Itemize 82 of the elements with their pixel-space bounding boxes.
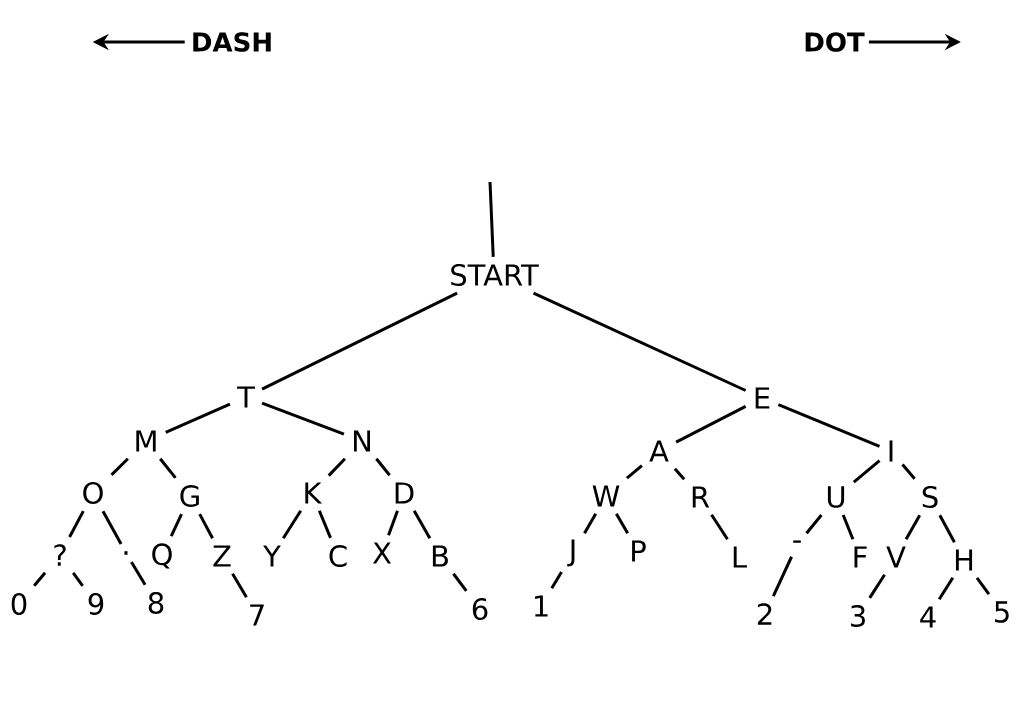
- letter-label: I: [889, 440, 893, 462]
- tree-branch: [198, 513, 214, 539]
- tree-branch: [852, 459, 881, 484]
- tree-branch: [868, 573, 886, 599]
- letter-label: X: [372, 542, 392, 564]
- letter-label: D: [395, 482, 414, 504]
- tree-branch: [231, 573, 248, 598]
- tree-branch: [975, 576, 991, 595]
- letter-label: Z: [213, 545, 231, 567]
- letter-label: V: [886, 546, 906, 568]
- letter-label: O: [83, 482, 103, 504]
- tree-branch: [937, 576, 955, 601]
- tree-branch: [169, 513, 183, 537]
- tree-branch: [777, 403, 881, 448]
- direction-label: DASH: [193, 32, 271, 52]
- letter-label: E: [755, 387, 770, 409]
- letter-label: 2: [757, 603, 772, 625]
- letter-label: 9: [88, 593, 104, 615]
- letter-label: R: [692, 486, 710, 508]
- tree-branch: [101, 510, 123, 545]
- tree-branch: [938, 514, 956, 543]
- letter-label: H: [955, 549, 973, 571]
- direction-label: DOT: [805, 32, 865, 52]
- letter-label: 0: [11, 593, 27, 615]
- tree-branch: [615, 513, 629, 534]
- letter-label: 4: [920, 606, 936, 628]
- tree-branch: [375, 457, 391, 477]
- tree-branch: [261, 291, 458, 391]
- letter-label: F: [854, 546, 867, 568]
- letter-label: 3: [851, 605, 865, 627]
- tree-branch: [282, 509, 302, 540]
- tree-branch: [317, 510, 332, 539]
- letter-label: U: [827, 486, 845, 508]
- letter-label: 5: [995, 601, 1009, 623]
- tree-branch: [327, 457, 346, 477]
- tree-branch: [771, 556, 793, 597]
- tree-branch: [841, 514, 855, 540]
- letter-label: -: [793, 540, 801, 543]
- letter-label: Q: [152, 543, 172, 569]
- tree-branch: [805, 514, 823, 535]
- letter-label: ?: [54, 544, 66, 566]
- letter-label: W: [592, 485, 620, 507]
- letter-label: G: [180, 485, 199, 507]
- tree-branch: [452, 572, 468, 592]
- tree-branch: [68, 510, 85, 538]
- tree-branch: [412, 510, 432, 539]
- letter-label: P: [632, 540, 646, 562]
- tree-branch: [904, 514, 922, 540]
- letter-label: S: [922, 486, 938, 508]
- tree-branch: [710, 513, 729, 541]
- tree-branch: [110, 457, 129, 476]
- tree-branch: [673, 467, 686, 481]
- letter-label: 1: [534, 595, 548, 617]
- tree-branch: [33, 571, 47, 587]
- letter-label: 7: [250, 604, 264, 626]
- letter-label: C: [329, 545, 347, 567]
- letter-label: T: [237, 386, 255, 408]
- letter-label: B: [432, 545, 448, 567]
- tree-branch: [583, 513, 598, 534]
- tree-branch: [387, 510, 399, 536]
- tree-branch: [550, 571, 563, 589]
- letter-label: .: [124, 551, 128, 555]
- tree-branch: [130, 561, 147, 586]
- letter-label: N: [354, 430, 370, 452]
- tree-branch: [72, 572, 84, 587]
- letter-label: Y: [263, 545, 281, 567]
- letter-label: J: [567, 539, 575, 567]
- tree-branch: [675, 405, 747, 444]
- letter-label: 8: [148, 592, 164, 614]
- tree-branch: [261, 401, 345, 436]
- tree-branch: [625, 464, 643, 480]
- tree-branch: [159, 457, 177, 479]
- tree-branch: [165, 402, 231, 434]
- letter-label: K: [305, 482, 323, 504]
- start-label: START: [451, 264, 539, 286]
- letter-label: L: [733, 546, 747, 568]
- letter-label: A: [649, 440, 669, 462]
- letter-label: M: [136, 430, 156, 452]
- tree-branch: [901, 463, 916, 480]
- tree-branch: [532, 291, 747, 392]
- tree-branch: [488, 181, 495, 257]
- letter-label: 6: [472, 598, 488, 620]
